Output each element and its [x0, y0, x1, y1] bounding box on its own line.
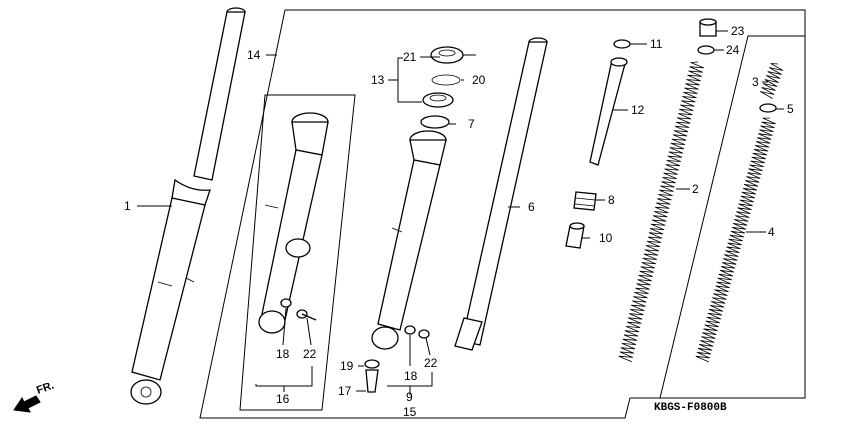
- label-11: 11: [650, 37, 663, 51]
- fork-slider-15: [371, 130, 447, 350]
- label-18-left: 18: [276, 347, 290, 361]
- fork-assembly-1: [130, 7, 246, 405]
- front-direction-label: FR.: [35, 379, 56, 396]
- fork-bolt-23: [699, 18, 717, 37]
- label-19: 19: [340, 359, 354, 373]
- label-14: 14: [247, 48, 261, 62]
- label-6: 6: [528, 200, 535, 214]
- dust-seal-21: [430, 46, 464, 64]
- o-ring-24: [697, 45, 715, 55]
- leader-lines: [137, 30, 784, 395]
- clip-20: [431, 74, 461, 86]
- label-20: 20: [472, 73, 486, 87]
- back-up-ring-7: [420, 115, 450, 129]
- washer-18-center: [404, 325, 416, 335]
- springs-frame: [660, 35, 806, 399]
- washer-18-left: [280, 298, 292, 308]
- assembly-frame: [285, 9, 806, 12]
- label-21: 21: [403, 50, 417, 64]
- spring-3: [760, 63, 784, 99]
- fork-leg-frame-16: [239, 94, 356, 411]
- label-15: 15: [403, 405, 417, 419]
- label-22-left: 22: [303, 347, 317, 361]
- label-18-center: 18: [404, 369, 418, 383]
- label-17: 17: [338, 384, 352, 398]
- bolt-22-center: [418, 329, 430, 339]
- label-22-center: 22: [424, 356, 438, 370]
- fork-pipe-6: [454, 37, 548, 351]
- label-24: 24: [726, 43, 740, 57]
- label-4: 4: [768, 225, 775, 239]
- ring-8: [573, 191, 597, 211]
- label-12: 12: [631, 103, 645, 117]
- label-9: 9: [406, 390, 413, 404]
- bolt-17: [365, 369, 379, 393]
- washer-19: [364, 359, 380, 369]
- label-5: 5: [787, 102, 794, 116]
- label-16: 16: [276, 392, 290, 406]
- label-2: 2: [692, 182, 699, 196]
- label-8: 8: [608, 193, 615, 207]
- bolt-22-left: [296, 309, 317, 321]
- piston-rod-12: [589, 57, 628, 166]
- oil-seal-13: [422, 92, 454, 108]
- front-direction-arrow: FR.: [13, 379, 56, 413]
- diagram-code: KBGS-F0800B: [654, 402, 727, 414]
- fork-slider-16: [258, 112, 329, 334]
- spring-seat-10: [565, 222, 585, 249]
- label-1: 1: [124, 199, 131, 213]
- label-13: 13: [371, 73, 385, 87]
- label-7: 7: [468, 117, 475, 131]
- label-23: 23: [731, 24, 745, 38]
- fork-spring-4: [695, 117, 776, 363]
- washer-5: [759, 103, 777, 113]
- washer-11: [613, 39, 631, 49]
- fork-spring-2: [618, 61, 704, 363]
- label-3: 3: [752, 75, 759, 89]
- label-10: 10: [599, 231, 613, 245]
